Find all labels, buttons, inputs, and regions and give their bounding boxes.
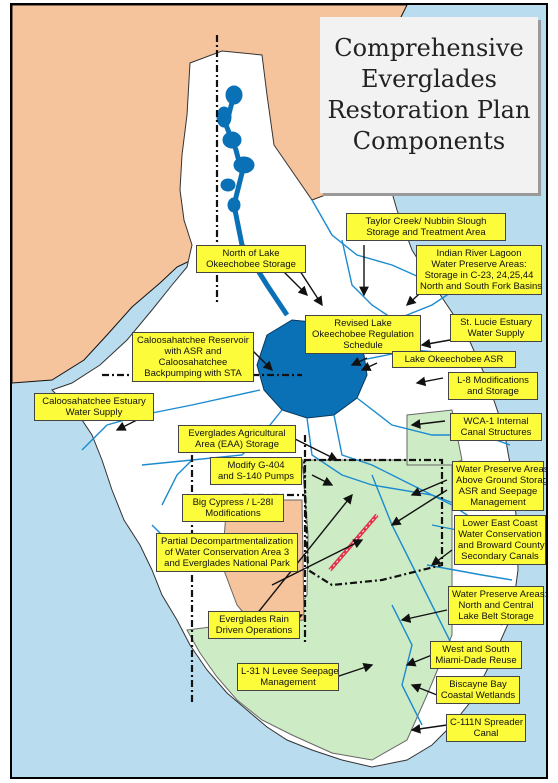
label-line: ASR and Seepage [458, 486, 538, 497]
label-line: West and South [442, 644, 510, 655]
label-west-south-miami-dade: West and South Miami-Dade Reuse [430, 641, 522, 669]
label-line: Management [470, 497, 526, 508]
label-line: Modifications [205, 508, 261, 519]
label-line: Everglades Rain [219, 614, 289, 625]
label-line: Driven Operations [215, 625, 293, 636]
label-line: Coastal Wetlands [440, 690, 516, 701]
label-l31n-levee: L-31 N Levee Seepage Management [237, 663, 339, 691]
label-c111n-spreader: C-111N Spreader Canal [446, 714, 526, 742]
label-lower-east-coast: Lower East Coast Water Conservation and … [454, 515, 546, 565]
label-line: Partial Decompartmentalization [160, 536, 293, 547]
label-line: Water Supply [467, 328, 525, 339]
label-line: Water Conservation [458, 529, 542, 540]
label-north-lake-okeechobee-storage: North of Lake Okeechobee Storage [196, 245, 306, 273]
label-line: and Everglades National Park [164, 558, 290, 569]
label-line: and Broward County [458, 540, 545, 551]
label-line: Everglades Agricultural [188, 428, 286, 439]
title-line-3: Restoration Plan [327, 96, 531, 124]
label-l8-modifications: L-8 Modifications and Storage [448, 372, 538, 400]
title-line-1: Comprehensive [334, 34, 524, 62]
label-line: Storage and Treatment Area [366, 227, 486, 238]
label-line: Caloosahatchee Reservoir [137, 335, 249, 346]
label-line: and Storage [467, 386, 519, 397]
title-line-2: Everglades [361, 65, 497, 93]
label-eaa-storage: Everglades Agricultural Area (EAA) Stora… [178, 425, 296, 453]
label-everglades-rain: Everglades Rain Driven Operations [208, 611, 300, 639]
label-indian-river-lagoon: Indian River Lagoon Water Preserve Areas… [416, 245, 542, 295]
label-line: Lower East Coast [462, 518, 538, 529]
map-frame: Comprehensive Everglades Restoration Pla… [10, 3, 548, 779]
label-line: Lake Belt Storage [458, 611, 534, 622]
map-title: Comprehensive Everglades Restoration Pla… [320, 17, 538, 193]
label-line: Caloosahatchee [158, 357, 228, 368]
label-line: Taylor Creek/ Nubbin Slough [365, 216, 487, 227]
label-line: Canal [473, 728, 499, 739]
title-line-4: Components [352, 127, 506, 155]
label-line: WCA-1 Internal [463, 416, 529, 427]
label-line: L-8 Modifications [457, 375, 529, 386]
label-wca1-internal: WCA-1 Internal Canal Structures [450, 413, 542, 441]
label-line: Storage in C-23, 24,25,44 [424, 270, 534, 281]
label-line: with ASR and [164, 346, 222, 357]
label-line: Caloosahatchee Estuary [42, 396, 146, 407]
label-line: Canal Structures [460, 427, 532, 438]
label-line: Management [260, 677, 316, 688]
label-taylor-creek: Taylor Creek/ Nubbin Slough Storage and … [346, 213, 506, 241]
label-line: Modify G-404 [227, 460, 285, 471]
label-line: Water Preserve Areas: [431, 259, 527, 270]
label-line: North and South Fork Basins [420, 281, 542, 292]
label-line: Big Cypress / L-28I [192, 497, 274, 508]
label-biscayne-bay: Biscayne Bay Coastal Wetlands [436, 676, 520, 704]
label-line: North and Central [458, 600, 534, 611]
label-line: of Water Conservation Area 3 [164, 547, 290, 558]
label-line: Backpumping with STA [144, 368, 242, 379]
label-lake-okeechobee-asr: Lake Okeechobee ASR [392, 351, 516, 368]
label-line: St. Lucie Estuary [460, 317, 532, 328]
label-line: Revised Lake [334, 318, 392, 329]
label-line: L-31 N Levee Seepage [241, 666, 339, 677]
label-line: Schedule [343, 340, 383, 351]
label-line: Lake Okeechobee ASR [404, 354, 504, 365]
label-line: and S-140 Pumps [217, 471, 295, 482]
label-line: Biscayne Bay [449, 679, 507, 690]
label-water-preserve-above-ground: Water Preserve Areas: Above Ground Stora… [452, 461, 548, 511]
label-line: Water Supply [65, 407, 123, 418]
label-line: Water Preserve Areas: [452, 589, 548, 600]
label-line: Okeechobee Storage [206, 259, 296, 270]
label-big-cypress: Big Cypress / L-28I Modifications [182, 494, 284, 522]
label-line: Area (EAA) Storage [195, 439, 279, 450]
label-line: C-111N Spreader [450, 717, 524, 728]
label-line: North of Lake [222, 248, 280, 259]
kissimmee-lakes [216, 85, 290, 317]
label-caloosahatchee-estuary: Caloosahatchee Estuary Water Supply [34, 393, 154, 421]
label-line: Above Ground Storage, [456, 475, 548, 486]
label-partial-decompartmentalization: Partial Decompartmentalization of Water … [156, 533, 298, 572]
label-line: Secondary Canals [461, 551, 539, 562]
label-line: Water Preserve Areas: [456, 464, 548, 475]
label-line: Miami-Dade Reuse [435, 655, 517, 666]
label-caloosahatchee-reservoir: Caloosahatchee Reservoir with ASR and Ca… [132, 332, 254, 382]
label-line: Okeechobee Regulation [312, 329, 414, 340]
label-revised-lake-okeechobee: Revised Lake Okeechobee Regulation Sched… [305, 315, 421, 354]
label-st-lucie: St. Lucie Estuary Water Supply [450, 314, 542, 342]
label-modify-g404: Modify G-404 and S-140 Pumps [210, 457, 302, 485]
label-water-preserve-lake-belt: Water Preserve Areas: North and Central … [448, 586, 548, 625]
label-line: Indian River Lagoon [436, 248, 522, 259]
